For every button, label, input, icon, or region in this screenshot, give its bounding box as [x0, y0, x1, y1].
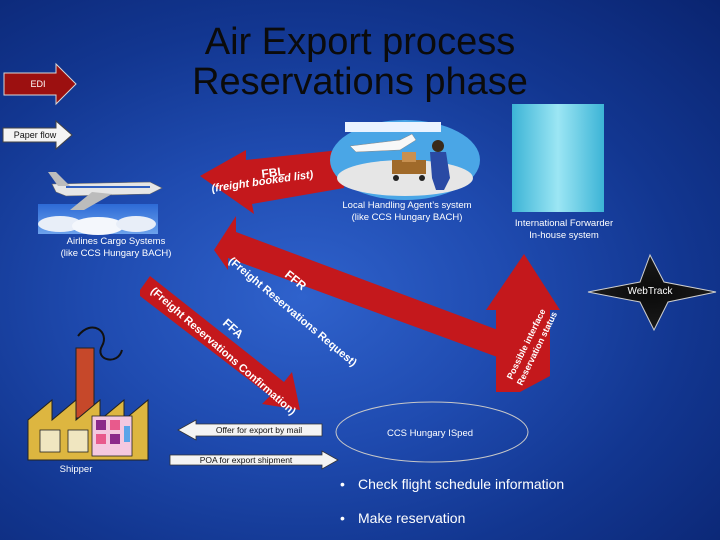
forwarder-label: International Forwarder In-house system [494, 218, 634, 242]
isped-ellipse [335, 401, 529, 463]
airplane-image [38, 172, 163, 235]
title-line-2: Reservations phase [192, 61, 528, 103]
bullet-text: Make reservation [358, 510, 466, 526]
bullet-text: Check flight schedule information [358, 476, 565, 492]
forwarder-line-2: In-house system [529, 230, 599, 241]
airport-handling-image [330, 120, 480, 200]
poa-label: POA for export shipment [199, 455, 293, 465]
edi-label: EDI [30, 79, 46, 89]
forwarder-box [512, 104, 604, 212]
offer-mail-label: Offer for export by mail [215, 425, 303, 435]
shipper-factory-image [27, 326, 149, 461]
title-line-1: Air Export process [204, 21, 516, 63]
fbl-arrow [200, 150, 344, 214]
airlines-line-2: (like CCS Hungary BACH) [60, 248, 172, 259]
bullet-dot-icon: • [340, 510, 345, 526]
bullet-item: • Check flight schedule information [340, 476, 564, 492]
local-agent-label: Local Handling Agent’s system (like CCS … [322, 200, 492, 224]
ffa-arrow [140, 276, 300, 410]
forwarder-line-1: International Forwarder [514, 218, 614, 229]
shipper-label: Shipper [59, 464, 93, 475]
bullet-dot-icon: • [340, 476, 345, 492]
ffr-arrow [214, 216, 500, 358]
airlines-line-1: Airlines Cargo Systems [66, 236, 166, 247]
bullet-item: • Make reservation [340, 510, 465, 526]
airlines-label: Airlines Cargo Systems (like CCS Hungary… [46, 236, 186, 260]
webtrack-label: WebTrack [627, 286, 673, 297]
local-agent-line-1: Local Handling Agent’s system [342, 200, 472, 211]
paper-flow-legend-arrow [2, 119, 73, 151]
local-agent-line-2: (like CCS Hungary BACH) [351, 212, 463, 223]
paper-flow-label: Paper flow [13, 130, 57, 140]
page-title: Air Export process Reservations phase [150, 22, 570, 102]
isped-label: CCS Hungary ISped [386, 428, 474, 439]
fbl-label: FBL [261, 164, 286, 181]
webtrack-star [587, 253, 717, 332]
offer-mail-arrow [177, 419, 323, 441]
poa-arrow [169, 450, 339, 470]
possible-interface-arrow [486, 254, 560, 392]
edi-legend-arrow [3, 62, 77, 106]
